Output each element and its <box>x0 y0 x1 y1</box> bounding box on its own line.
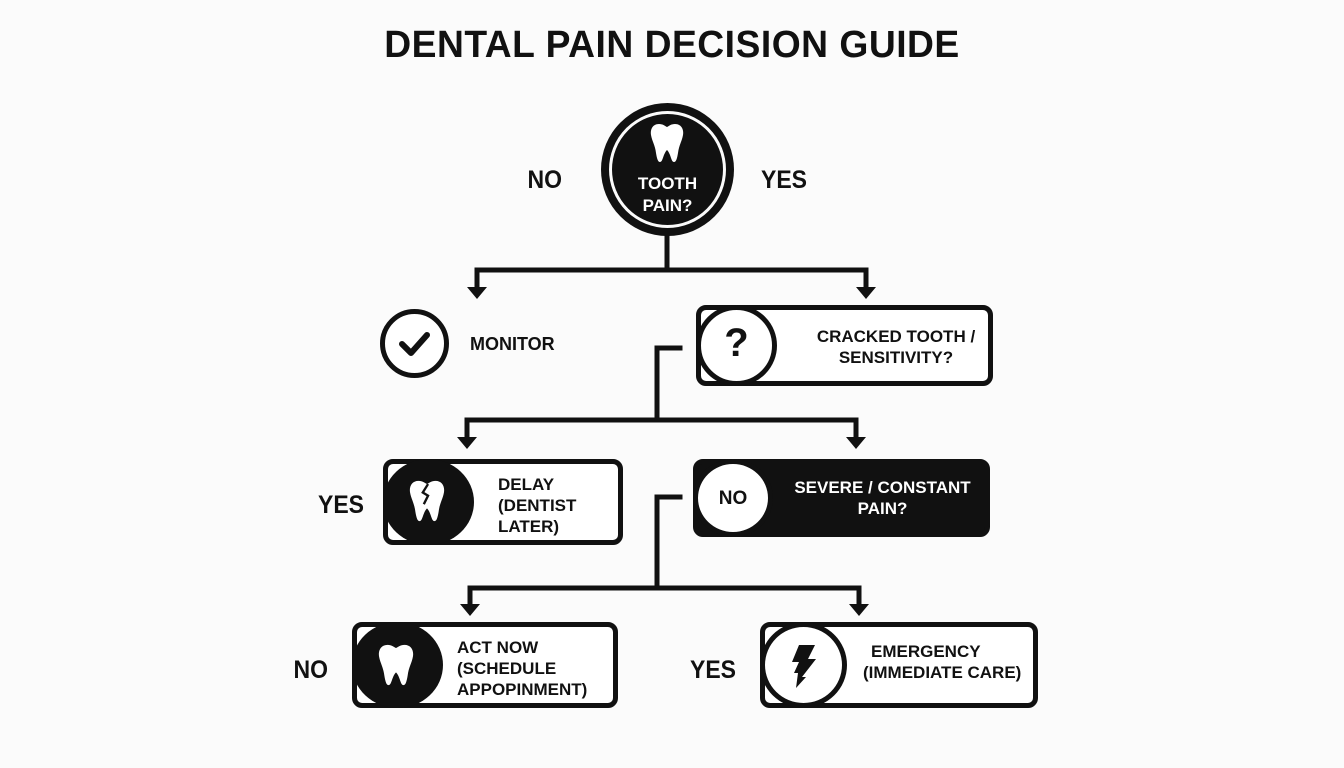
act-now-text-line-3: APPOPINMENT) <box>457 680 588 699</box>
tooth-pain-node[interactable]: TOOTH PAIN? <box>601 103 734 236</box>
delay-text-line-1: DELAY <box>498 475 555 494</box>
cracked-tooth-icon <box>409 480 445 522</box>
arrow-to-delay <box>457 437 477 449</box>
severe-question: SEVERE / CONSTANT PAIN? <box>780 477 985 519</box>
delay-text: DELAY (DENTIST LATER) <box>498 474 576 537</box>
severe-pain-node[interactable]: NO SEVERE / CONSTANT PAIN? <box>693 459 990 537</box>
root-inner-ring <box>609 111 726 228</box>
emergency-yes-label: YES <box>690 656 737 684</box>
severe-question-line-1: SEVERE / CONSTANT <box>794 478 971 497</box>
monitor-node[interactable] <box>380 309 449 378</box>
root-question-line-2: PAIN? <box>642 196 693 215</box>
act-now-badge <box>352 622 443 708</box>
delay-yes-label: YES <box>318 491 365 519</box>
cracked-question-line-1: CRACKED TOOTH / <box>816 327 976 346</box>
question-badge: ? <box>696 305 777 386</box>
emergency-text: EMERGENCY (IMMEDIATE CARE) <box>863 641 1021 683</box>
arrow-to-cracked <box>856 287 876 299</box>
severe-question-line-2: PAIN? <box>857 499 908 518</box>
root-yes-label: YES <box>761 166 808 194</box>
arrow-to-emergency <box>849 604 869 616</box>
act-now-node[interactable]: ACT NOW (SCHEDULE APPOPINMENT) <box>352 622 618 708</box>
root-question: TOOTH PAIN? <box>601 173 734 217</box>
no-badge: NO <box>693 459 773 537</box>
act-now-text: ACT NOW (SCHEDULE APPOPINMENT) <box>457 637 587 700</box>
arrow-to-monitor <box>467 287 487 299</box>
root-no-label: NO <box>527 166 563 194</box>
act-now-text-line-2: (SCHEDULE <box>457 659 557 678</box>
connector-cracked-stem <box>654 345 683 423</box>
delay-text-line-3: LATER) <box>498 517 560 536</box>
delay-badge <box>383 459 474 545</box>
check-icon <box>399 332 430 356</box>
monitor-label: MONITOR <box>470 334 555 354</box>
cracked-question-line-2: SENSITIVITY? <box>838 348 954 367</box>
root-question-line-1: TOOTH <box>637 174 698 193</box>
tooth-icon <box>650 124 684 162</box>
connector-level3-split <box>467 585 862 610</box>
delay-text-line-2: (DENTIST <box>498 496 577 515</box>
cracked-question: CRACKED TOOTH / SENSITIVITY? <box>801 326 991 368</box>
arrow-to-act-now <box>460 604 480 616</box>
emergency-text-line-2: (IMMEDIATE CARE) <box>863 663 1022 682</box>
connector-root-split <box>474 267 869 293</box>
arrow-to-severe <box>846 437 866 449</box>
cracked-tooth-node[interactable]: ? CRACKED TOOTH / SENSITIVITY? <box>696 305 993 386</box>
tooth-icon <box>378 644 414 686</box>
emergency-node[interactable]: EMERGENCY (IMMEDIATE CARE) <box>760 622 1038 708</box>
no-badge-label: NO <box>718 488 748 509</box>
connector-severe-stem <box>654 494 683 591</box>
act-now-no-label: NO <box>293 656 329 684</box>
question-icon: ? <box>724 321 749 365</box>
emergency-text-line-1: EMERGENCY <box>871 642 981 661</box>
delay-node[interactable]: DELAY (DENTIST LATER) <box>383 459 623 545</box>
connector-level2-split <box>464 417 859 443</box>
emergency-badge <box>760 622 847 708</box>
act-now-text-line-1: ACT NOW <box>457 638 539 657</box>
page-title: DENTAL PAIN DECISION GUIDE <box>384 24 960 66</box>
lightning-bolt-icon <box>792 645 816 688</box>
